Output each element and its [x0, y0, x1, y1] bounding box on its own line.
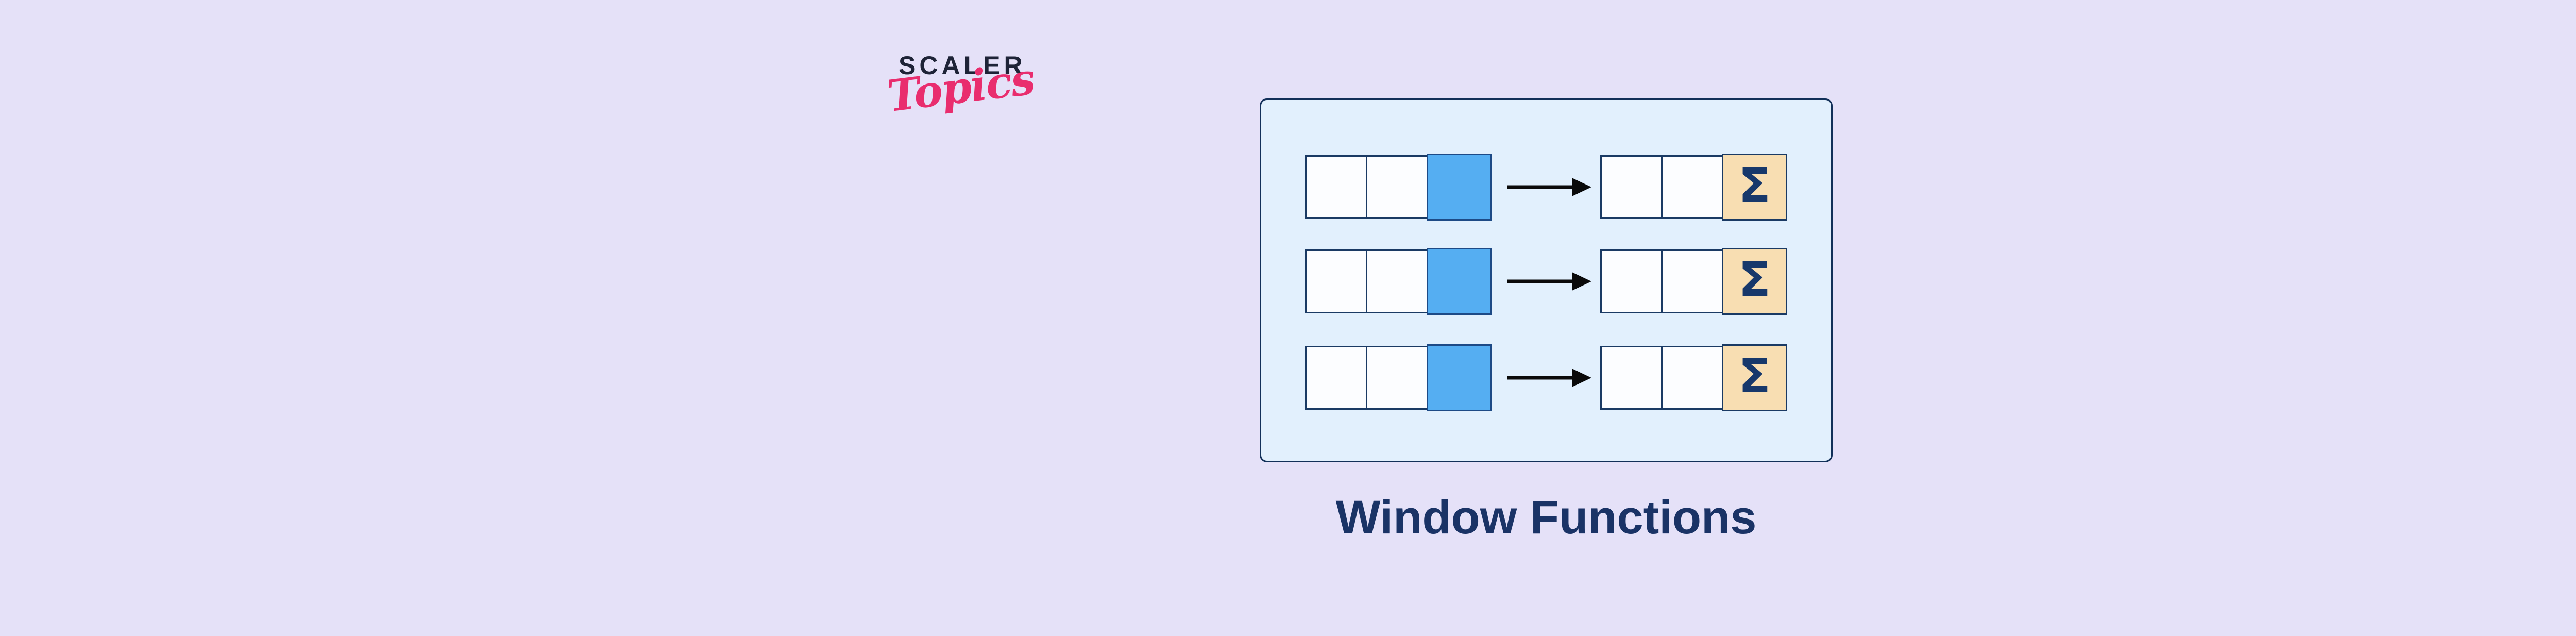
result-cell-empty — [1600, 346, 1663, 410]
window-cell-empty — [1305, 155, 1367, 219]
arrow-right-icon — [1507, 272, 1591, 291]
window-cell-empty — [1366, 155, 1428, 219]
sigma-aggregate-cell: Σ — [1722, 344, 1787, 411]
diagram-row: Σ — [1261, 154, 1831, 221]
window-cell-empty — [1305, 346, 1367, 410]
diagram-title: Window Functions — [1335, 491, 1757, 544]
arrow-right-icon — [1507, 178, 1591, 196]
window-cell-highlighted — [1427, 154, 1492, 221]
sigma-aggregate-cell: Σ — [1722, 248, 1787, 315]
result-cell-empty — [1661, 249, 1723, 313]
diagram-row: Σ — [1261, 248, 1831, 315]
window-cell-empty — [1366, 249, 1428, 313]
window-cell-highlighted — [1427, 344, 1492, 411]
result-cell-empty — [1661, 155, 1723, 219]
logo-text-scaler: SCALER — [899, 51, 1026, 80]
result-cell-empty — [1661, 346, 1723, 410]
result-cell-empty — [1600, 249, 1663, 313]
window-cell-empty — [1305, 249, 1367, 313]
window-cell-empty — [1366, 346, 1428, 410]
result-cell-empty — [1600, 155, 1663, 219]
window-cell-highlighted — [1427, 248, 1492, 315]
window-functions-panel: Σ Σ Σ — [1260, 98, 1833, 462]
diagram-row: Σ — [1261, 344, 1831, 411]
arrow-right-icon — [1507, 369, 1591, 387]
sigma-aggregate-cell: Σ — [1722, 154, 1787, 221]
scaler-topics-logo: SCALER Topics — [885, 49, 1037, 147]
